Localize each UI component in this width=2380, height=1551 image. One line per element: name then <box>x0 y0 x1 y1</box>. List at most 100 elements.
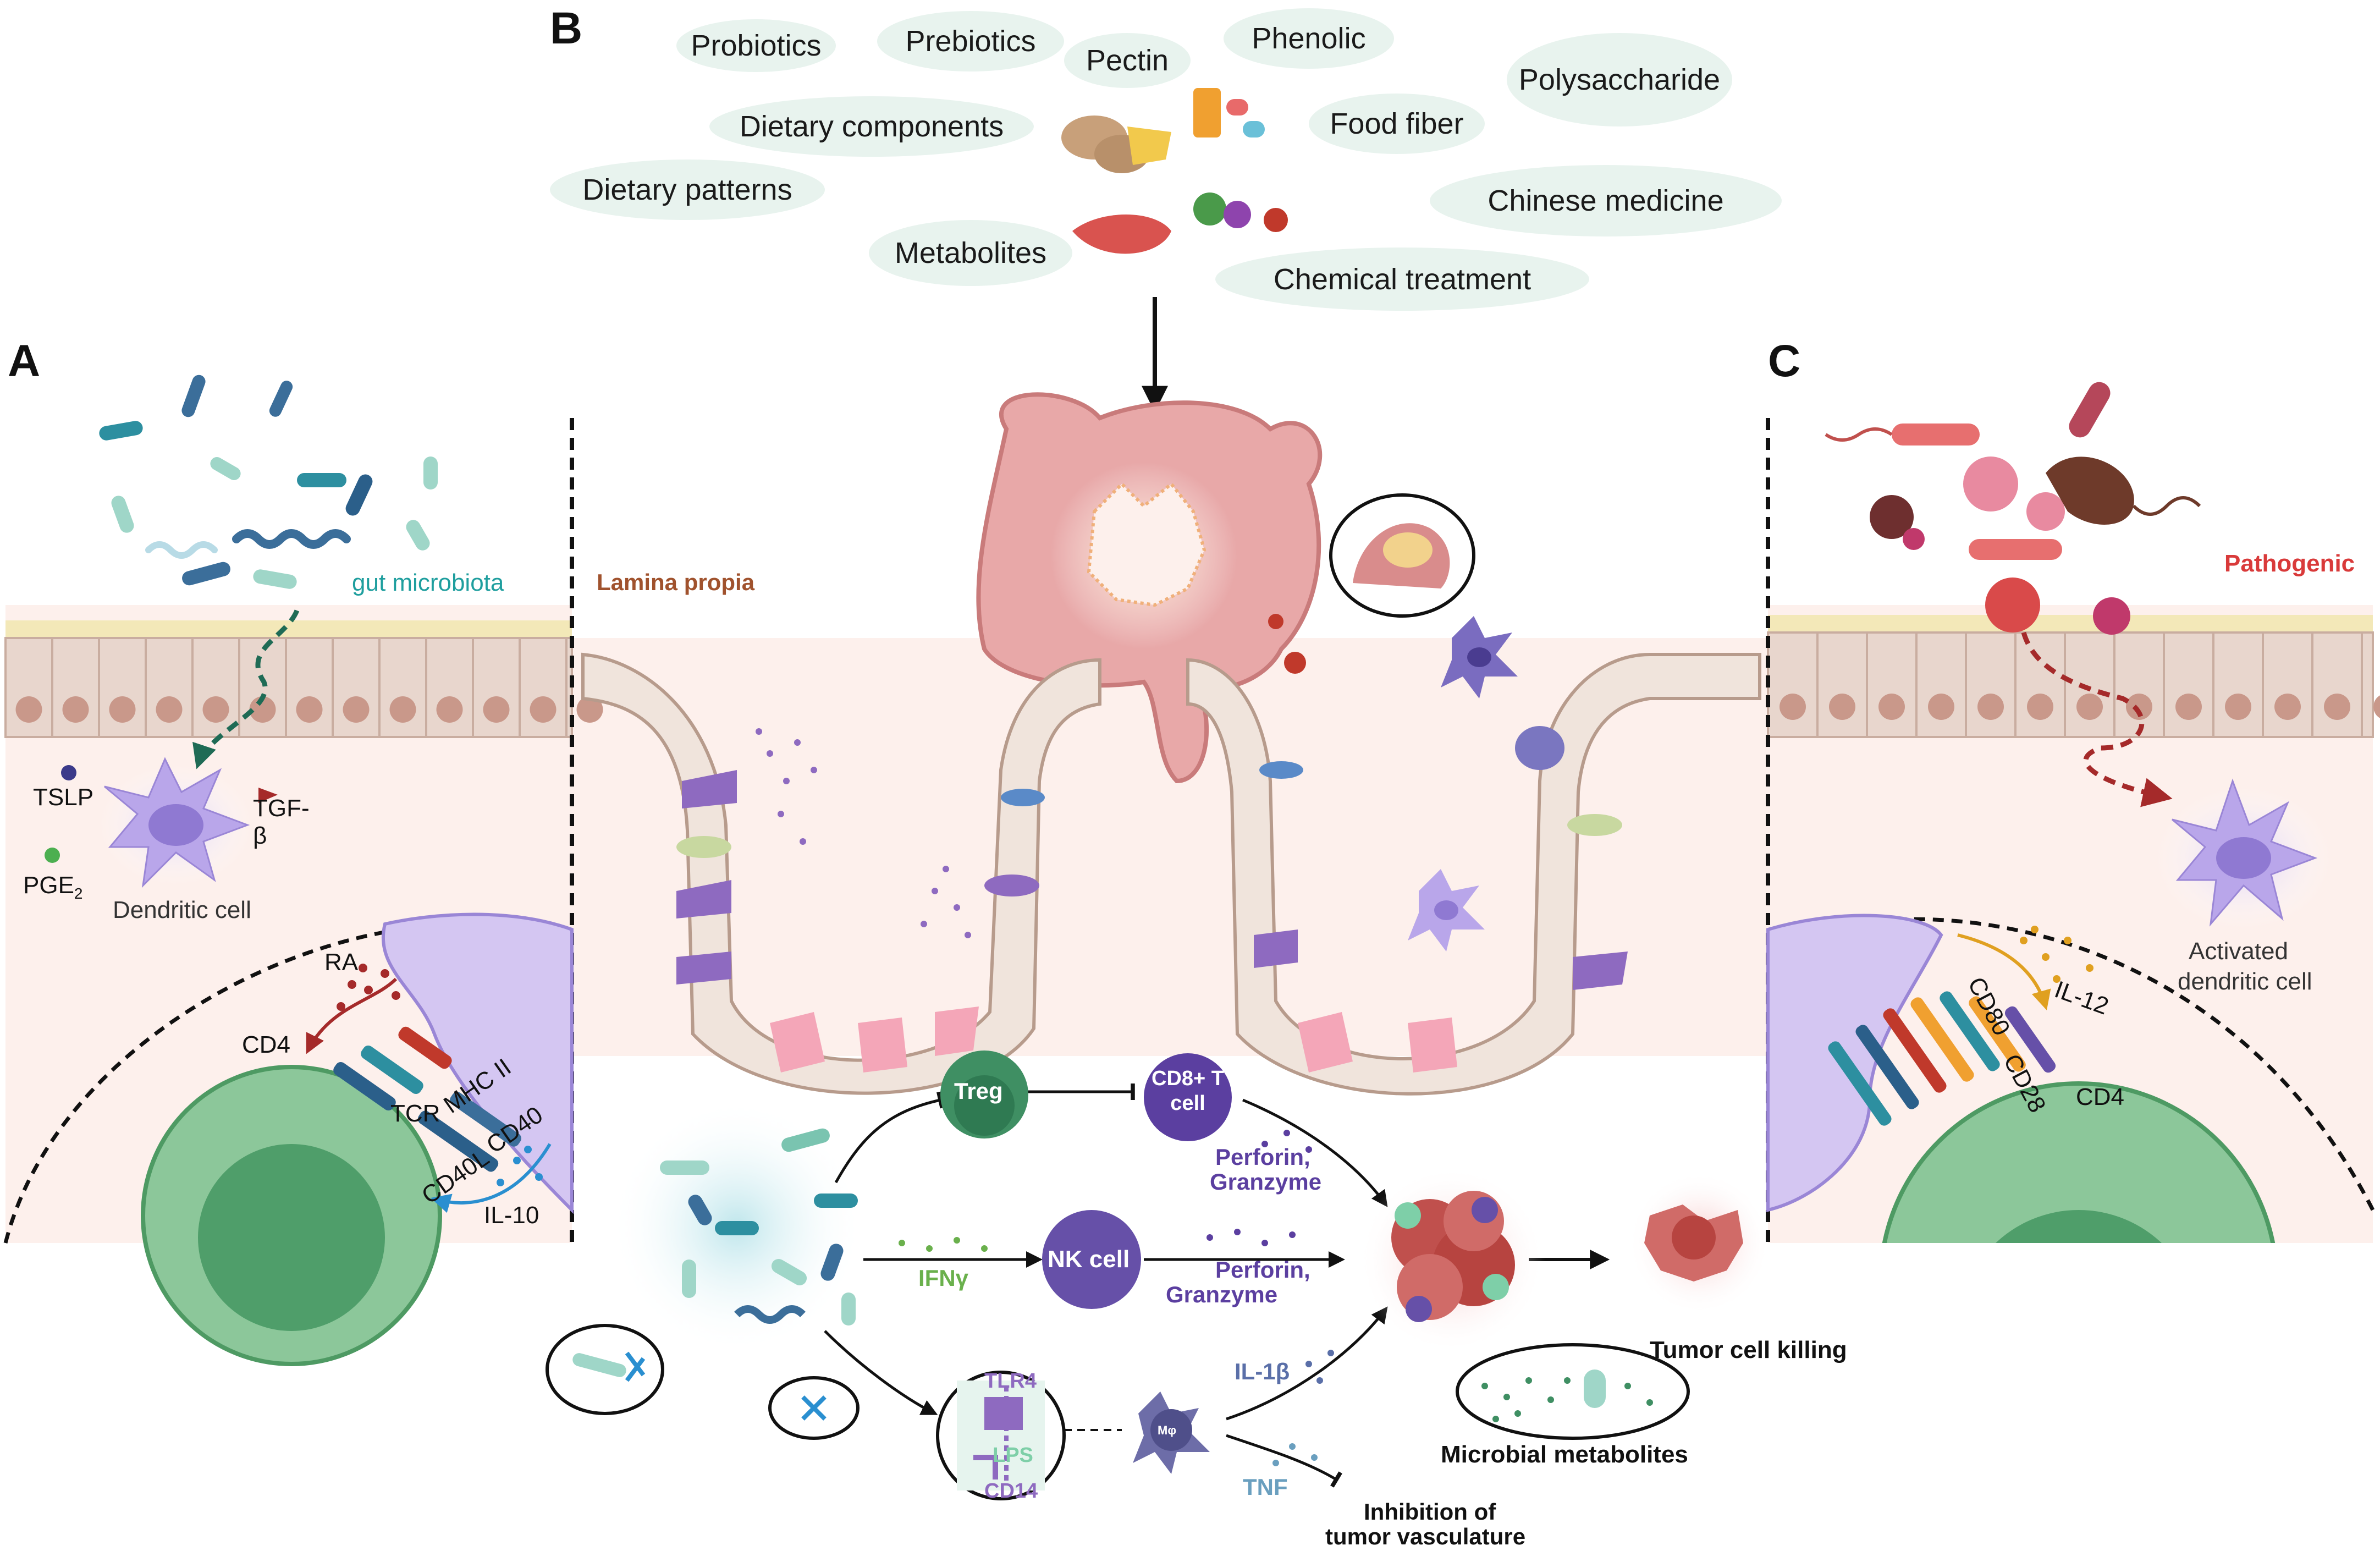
input-label-pectin: Pectin <box>1086 44 1169 77</box>
epithelial-cell-nucleus <box>62 696 89 723</box>
input-pill-prebiotics: Prebiotics <box>877 11 1064 72</box>
treg-cell <box>940 1050 1028 1138</box>
granzyme-label-2: Granzyme <box>1166 1282 1278 1307</box>
cd4-t-cell-a <box>141 1065 442 1366</box>
nk-cell-label: NK cell <box>1048 1246 1130 1273</box>
cd8-t-cell <box>1144 1053 1232 1141</box>
input-pill-pectin: Pectin <box>1064 33 1191 88</box>
panel-a-brush-border <box>5 620 572 638</box>
epithelial-cell-nucleus <box>2027 694 2053 720</box>
panel-c-brush-border <box>1768 615 2373 632</box>
tslp-dot <box>61 765 76 780</box>
perforin-label-1: Perforin, <box>1215 1144 1310 1170</box>
mphi-to-tumor <box>1226 1306 1388 1421</box>
cd8-label-line1: CD8+ T <box>1152 1067 1224 1090</box>
metabolites-inset <box>1456 1343 1690 1440</box>
epithelial-cell-nucleus <box>2274 694 2301 720</box>
lamina-immune-cells <box>1408 616 1564 952</box>
input-label-chinese-medicine: Chinese medicine <box>1488 184 1724 217</box>
epithelial-cell-nucleus <box>1977 694 2004 720</box>
input-label-metabolites: Metabolites <box>894 237 1047 270</box>
cd8-label-line2: cell <box>1170 1092 1205 1115</box>
tlr4-label: TLR4 <box>984 1370 1037 1393</box>
epithelial-cell-nucleus <box>1928 694 1954 720</box>
epithelial-cell-nucleus <box>2324 694 2350 720</box>
pge-text: PGE <box>23 872 74 899</box>
tgf-triangle <box>258 788 278 803</box>
input-pill-dietary-components: Dietary components <box>709 96 1034 157</box>
epithelial-cell-nucleus <box>1829 694 1855 720</box>
input-label-probiotics: Probiotics <box>691 29 822 62</box>
food-illustrations <box>1061 88 1288 254</box>
tgf-label: TGF- <box>253 795 310 822</box>
epithelial-cell-nucleus <box>389 696 416 723</box>
pge2-label: PGE2 <box>23 872 83 903</box>
panel-c <box>1766 382 2380 1551</box>
epithelial-cell-nucleus <box>202 696 229 723</box>
input-label-dietary-components: Dietary components <box>739 110 1004 143</box>
input-label-food-fiber: Food fiber <box>1330 107 1464 140</box>
epithelial-cell-nucleus <box>2225 694 2251 720</box>
activated-dendritic-cell <box>2156 778 2332 930</box>
crypt-right <box>1186 653 1761 1096</box>
input-pill-polysaccharide: Polysaccharide <box>1507 33 1732 127</box>
tlr4-lps-inset <box>936 1371 1066 1500</box>
small-inset-bacteria-2 <box>768 1376 860 1440</box>
dendritic-cell-a <box>99 757 253 888</box>
ra-arrow <box>306 977 398 1054</box>
epithelial-cell-nucleus <box>483 696 510 723</box>
microbiota-cluster <box>610 1100 863 1353</box>
cd80-cd28-complex-c <box>1828 991 2056 1126</box>
il12-dots <box>2020 926 2093 983</box>
pathogen-entry-arrow <box>2021 631 2173 807</box>
il1b-label: IL-1β <box>1235 1358 1290 1384</box>
input-label-polysaccharide: Polysaccharide <box>1518 63 1721 96</box>
epithelial-cell-nucleus <box>343 696 370 723</box>
panel-a-epithelium <box>4 637 603 738</box>
epithelial-cell-nucleus <box>576 696 603 723</box>
panel-a <box>3 375 603 1366</box>
perforin-label-2: Perforin, <box>1215 1257 1310 1283</box>
epithelial-cell-nucleus <box>1780 694 1806 720</box>
inhibition-label-line1: Inhibition of <box>1364 1499 1496 1525</box>
ifn-dots <box>899 1237 988 1252</box>
input-pill-chemical-treatment: Chemical treatment <box>1215 248 1589 311</box>
tumor-inset-circle <box>1329 493 1475 618</box>
nk-cell <box>1042 1210 1141 1309</box>
epithelial-cell-nucleus <box>2076 694 2103 720</box>
pathogenic-bacteria <box>1825 382 2201 635</box>
perforin-dots <box>1206 1130 1312 1246</box>
panel-label-b: B <box>550 3 583 53</box>
input-label-dietary-patterns: Dietary patterns <box>582 173 792 206</box>
pathogenic-label: Pathogenic <box>2224 550 2355 577</box>
il10-dots <box>497 1146 543 1186</box>
input-label-phenolic: Phenolic <box>1252 22 1366 55</box>
killed-tumor <box>1628 1172 1771 1314</box>
epithelial-cell-nucleus <box>15 696 42 723</box>
il10-arrow <box>431 1143 552 1213</box>
cd8-to-tumor <box>1242 1098 1388 1207</box>
epithelial-cell-nucleus <box>2175 694 2202 720</box>
pge-subscript: 2 <box>74 884 83 902</box>
epithelial-cell-nucleus <box>156 696 183 723</box>
input-pill-probiotics: Probiotics <box>676 19 836 72</box>
microbiota-entry-arrow <box>192 609 300 769</box>
microbial-metabolites-label: Microbial metabolites <box>1441 1441 1688 1468</box>
activated-dc-label-line2: dendritic cell <box>2178 968 2312 995</box>
epithelial-cell-nucleus <box>296 696 323 723</box>
granzyme-label-1: Granzyme <box>1210 1169 1322 1195</box>
panel-a-bacteria <box>99 375 438 589</box>
tgf-beta-label: β <box>253 822 267 849</box>
il12-arrow <box>1957 933 2051 1010</box>
ifn-gamma-label: IFNγ <box>918 1265 969 1291</box>
panel-c-epithelium <box>1767 631 2380 738</box>
cd4-label-c: CD4 <box>2076 1084 2125 1110</box>
epithelial-cell-nucleus <box>436 696 463 723</box>
arrow-to-tlr4 <box>824 1330 938 1415</box>
cd14-label: CD14 <box>984 1480 1038 1503</box>
tnf-label: TNF <box>1243 1474 1288 1500</box>
input-pill-metabolites: Metabolites <box>869 220 1072 286</box>
input-pill-dietary-patterns: Dietary patterns <box>550 160 825 220</box>
epithelial-cell-nucleus <box>530 696 557 723</box>
tslp-label: TSLP <box>33 784 94 811</box>
